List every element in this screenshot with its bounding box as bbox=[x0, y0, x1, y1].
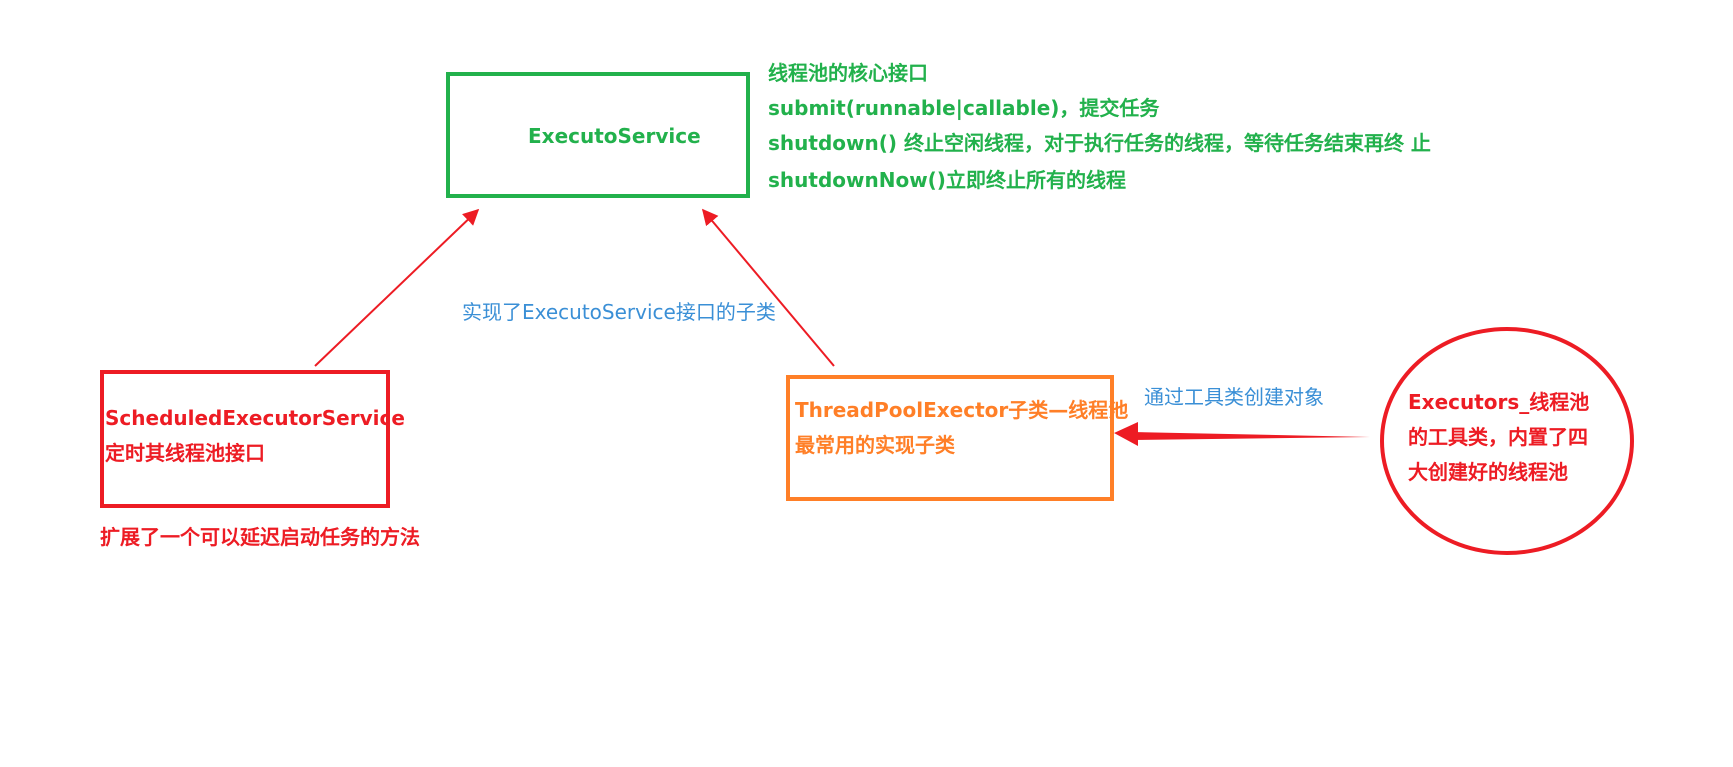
scheduled-executor-service-line1: ScheduledExecutorService bbox=[105, 406, 405, 430]
scheduled-executor-service-note: 扩展了一个可以延迟启动任务的方法 bbox=[100, 525, 420, 549]
thread-pool-executor-line2: 最常用的实现子类 bbox=[795, 433, 955, 457]
executor-service-note-1: 线程池的核心接口 bbox=[768, 61, 928, 85]
executor-service-note-4: shutdownNow()立即终止所有的线程 bbox=[768, 168, 1126, 192]
executor-service-note-2: submit(runnable|callable)，提交任务 bbox=[768, 96, 1160, 120]
executors-line3: 大创建好的线程池 bbox=[1408, 460, 1568, 484]
arrow-executors-to-threadpool bbox=[1132, 432, 1370, 440]
scheduled-executor-service-line2: 定时其线程池接口 bbox=[105, 441, 265, 465]
executors-line2: 的工具类，内置了四 bbox=[1408, 425, 1588, 449]
executor-service-box bbox=[446, 72, 750, 198]
create-via-tool-label: 通过工具类创建对象 bbox=[1144, 385, 1324, 409]
arrow-threadpool-to-executor-service bbox=[701, 208, 835, 367]
implements-label: 实现了ExecutoService接口的子类 bbox=[462, 300, 776, 324]
arrow-executors-to-threadpool-head bbox=[1114, 422, 1138, 446]
executor-service-note-3: shutdown() 终止空闲线程，对于执行任务的线程，等待任务结束再终 止 bbox=[768, 131, 1431, 155]
scheduled-executor-service-box bbox=[100, 370, 390, 508]
executors-line1: Executors_线程池 bbox=[1408, 390, 1590, 414]
executors-ellipse bbox=[1380, 327, 1634, 555]
arrow-scheduled-to-executor-service bbox=[314, 208, 480, 367]
thread-pool-executor-line1: ThreadPoolExector子类—线程池 bbox=[795, 398, 1129, 422]
thread-pool-executor-box bbox=[786, 375, 1114, 501]
executor-service-label: ExecutoService bbox=[528, 124, 701, 148]
